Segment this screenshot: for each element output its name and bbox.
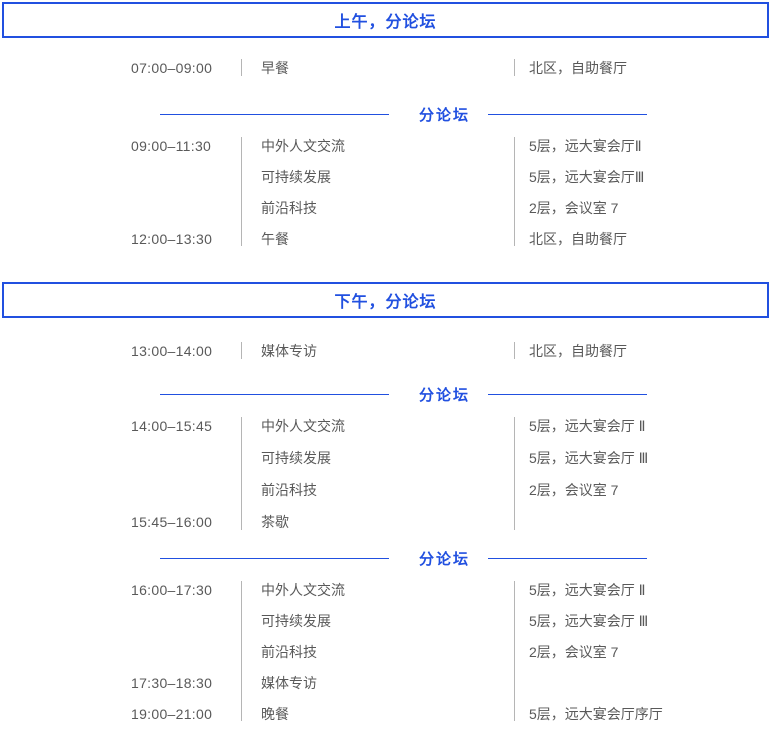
row-time: 12:00–13:30 bbox=[131, 230, 213, 247]
schedule-row: 15:45–16:00 茶歇 bbox=[0, 506, 771, 538]
row-location: 北区，自助餐厅 bbox=[529, 343, 627, 359]
subforum-divider: 分论坛 bbox=[0, 378, 771, 410]
schedule-row: 09:00–11:30 中外人文交流 5层，远大宴会厅Ⅱ bbox=[0, 130, 771, 161]
divider-line-right bbox=[488, 393, 648, 395]
subforum-divider: 分论坛 bbox=[0, 542, 771, 574]
schedule-row: 16:00–17:30 中外人文交流 5层，远大宴会厅 Ⅱ bbox=[0, 574, 771, 605]
row-time: 19:00–21:00 bbox=[131, 705, 213, 722]
schedule-block: 14:00–15:45 中外人文交流 5层，远大宴会厅 Ⅱ 可持续发展 5层，远… bbox=[0, 410, 771, 538]
time-column-rule bbox=[241, 342, 242, 359]
row-location: 北区，自助餐厅 bbox=[529, 60, 627, 76]
location-column-rule bbox=[514, 581, 515, 721]
row-event: 前沿科技 bbox=[261, 643, 317, 660]
schedule-row: 前沿科技 2层，会议室 7 bbox=[0, 636, 771, 667]
row-event: 晚餐 bbox=[261, 705, 289, 722]
row-time: 17:30–18:30 bbox=[131, 674, 213, 691]
row-event: 媒体专访 bbox=[261, 343, 317, 359]
row-event: 午餐 bbox=[261, 230, 289, 247]
divider-line-right bbox=[488, 557, 648, 559]
row-location: 2层，会议室 7 bbox=[529, 643, 619, 660]
location-column-rule bbox=[514, 59, 515, 76]
schedule-row: 可持续发展 5层，远大宴会厅Ⅲ bbox=[0, 161, 771, 192]
row-event: 可持续发展 bbox=[261, 168, 331, 185]
morning-banner: 上午，分论坛 bbox=[2, 2, 769, 38]
divider-label: 分论坛 bbox=[419, 386, 471, 404]
row-event: 前沿科技 bbox=[261, 199, 317, 216]
row-time: 15:45–16:00 bbox=[131, 514, 213, 530]
row-event: 中外人文交流 bbox=[261, 137, 345, 154]
divider-line-left bbox=[160, 393, 389, 395]
time-column-rule bbox=[241, 417, 242, 530]
schedule-row: 19:00–21:00 晚餐 5层，远大宴会厅序厅 bbox=[0, 698, 771, 729]
row-location: 北区，自助餐厅 bbox=[529, 230, 627, 247]
row-location: 5层，远大宴会厅 Ⅲ bbox=[529, 612, 649, 629]
schedule-block: 09:00–11:30 中外人文交流 5层，远大宴会厅Ⅱ 可持续发展 5层，远大… bbox=[0, 130, 771, 254]
row-event: 中外人文交流 bbox=[261, 581, 345, 598]
schedule-row: 可持续发展 5层，远大宴会厅 Ⅲ bbox=[0, 442, 771, 474]
row-event: 可持续发展 bbox=[261, 450, 331, 466]
divider-line-left bbox=[160, 557, 389, 559]
row-location: 5层，远大宴会厅 Ⅱ bbox=[529, 418, 646, 434]
divider-label: 分论坛 bbox=[419, 550, 471, 568]
location-column-rule bbox=[514, 417, 515, 530]
row-event: 可持续发展 bbox=[261, 612, 331, 629]
section-afternoon: 下午，分论坛 13:00–14:00 媒体专访 北区，自助餐厅 分论坛 14:0… bbox=[0, 282, 771, 729]
schedule-row: 前沿科技 2层，会议室 7 bbox=[0, 192, 771, 223]
divider-line-left bbox=[160, 113, 389, 115]
row-location: 5层，远大宴会厅Ⅱ bbox=[529, 137, 642, 154]
row-location: 2层，会议室 7 bbox=[529, 482, 619, 498]
schedule-row: 13:00–14:00 媒体专访 北区，自助餐厅 bbox=[0, 335, 771, 367]
morning-banner-label: 上午，分论坛 bbox=[334, 14, 437, 31]
subforum-divider: 分论坛 bbox=[0, 98, 771, 130]
row-event: 中外人文交流 bbox=[261, 418, 345, 434]
row-location: 5层，远大宴会厅序厅 bbox=[529, 705, 663, 722]
location-column-rule bbox=[514, 137, 515, 246]
schedule-row: 17:30–18:30 媒体专访 bbox=[0, 667, 771, 698]
section-morning: 上午，分论坛 07:00–09:00 早餐 北区，自助餐厅 分论坛 09:00–… bbox=[0, 2, 771, 254]
divider-line-right bbox=[488, 113, 648, 115]
schedule-block: 07:00–09:00 早餐 北区，自助餐厅 bbox=[0, 52, 771, 84]
row-event: 媒体专访 bbox=[261, 674, 317, 691]
row-time: 13:00–14:00 bbox=[131, 343, 213, 359]
row-event: 早餐 bbox=[261, 60, 289, 76]
row-time: 14:00–15:45 bbox=[131, 418, 213, 434]
row-location: 5层，远大宴会厅Ⅲ bbox=[529, 168, 645, 185]
row-time: 09:00–11:30 bbox=[131, 137, 212, 154]
schedule-row: 12:00–13:30 午餐 北区，自助餐厅 bbox=[0, 223, 771, 254]
row-location: 5层，远大宴会厅 Ⅲ bbox=[529, 450, 649, 466]
schedule-row: 前沿科技 2层，会议室 7 bbox=[0, 474, 771, 506]
afternoon-banner-label: 下午，分论坛 bbox=[334, 294, 437, 311]
time-column-rule bbox=[241, 59, 242, 76]
schedule-block: 16:00–17:30 中外人文交流 5层，远大宴会厅 Ⅱ 可持续发展 5层，远… bbox=[0, 574, 771, 729]
afternoon-banner: 下午，分论坛 bbox=[2, 282, 769, 318]
time-column-rule bbox=[241, 581, 242, 721]
schedule-row: 07:00–09:00 早餐 北区，自助餐厅 bbox=[0, 52, 771, 84]
location-column-rule bbox=[514, 342, 515, 359]
schedule-row: 14:00–15:45 中外人文交流 5层，远大宴会厅 Ⅱ bbox=[0, 410, 771, 442]
divider-label: 分论坛 bbox=[419, 106, 471, 124]
row-location: 5层，远大宴会厅 Ⅱ bbox=[529, 581, 646, 598]
schedule-row: 可持续发展 5层，远大宴会厅 Ⅲ bbox=[0, 605, 771, 636]
row-event: 茶歇 bbox=[261, 514, 289, 530]
row-time: 07:00–09:00 bbox=[131, 60, 213, 76]
row-time: 16:00–17:30 bbox=[131, 581, 213, 598]
schedule-block: 13:00–14:00 媒体专访 北区，自助餐厅 bbox=[0, 335, 771, 367]
time-column-rule bbox=[241, 137, 242, 246]
row-location: 2层，会议室 7 bbox=[529, 199, 619, 216]
row-event: 前沿科技 bbox=[261, 482, 317, 498]
